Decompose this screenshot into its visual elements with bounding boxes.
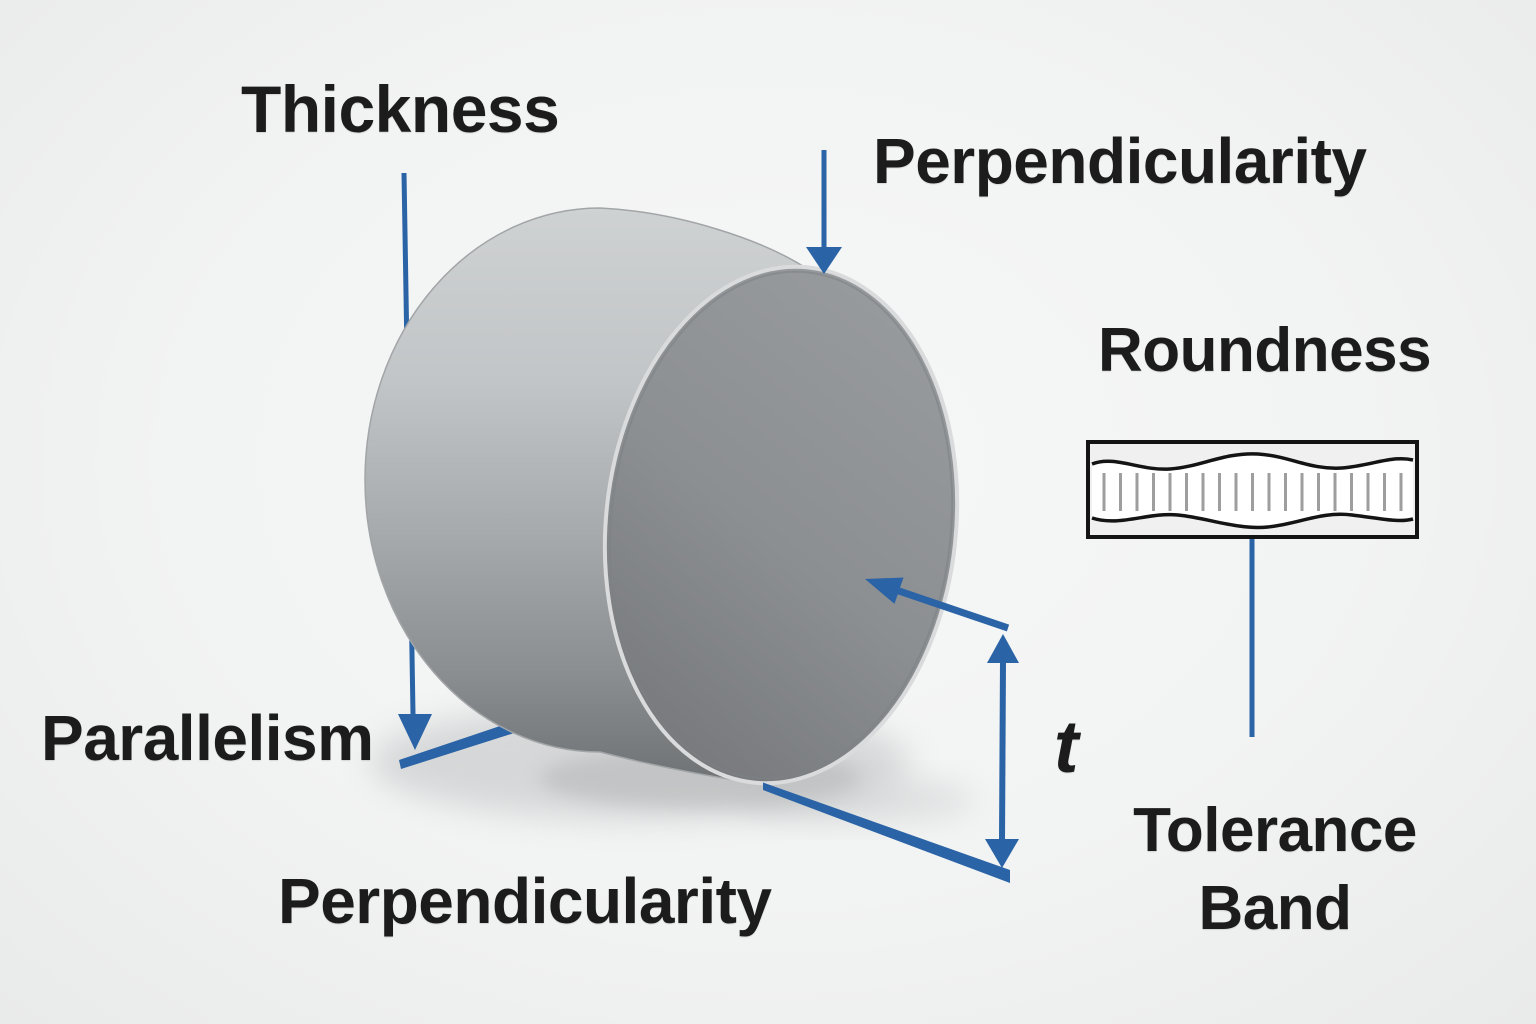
- parallelism-label: Parallelism: [41, 702, 374, 774]
- tolerance-band-upper-wave: [1091, 452, 1414, 471]
- tolerance-band-label-line2: Band: [1198, 874, 1353, 944]
- roundness-label: Roundness: [1098, 316, 1432, 385]
- perpendicularity-datum-line: [763, 782, 1010, 883]
- thickness-arrowhead-icon: [398, 714, 432, 750]
- parallelism-datum-line: [399, 715, 533, 769]
- tolerance-band-label: Tolerance Band: [1075, 792, 1475, 948]
- tolerance-band-hatching: [1102, 473, 1403, 511]
- t-dimension-label: t: [1053, 705, 1079, 788]
- tolerance-zone-arrow-icon: [865, 577, 1010, 632]
- perpendicularity-bottom-label: Perpendicularity: [278, 865, 772, 937]
- perpendicularity-down-arrow-icon: [806, 150, 842, 274]
- tolerance-band-label-line1: Tolerance: [1133, 796, 1417, 865]
- tolerance-band-icon: [1086, 440, 1419, 539]
- tolerance-band-lower-wave: [1091, 512, 1414, 530]
- thickness-label: Thickness: [241, 72, 560, 146]
- perpendicularity-top-label: Perpendicularity: [873, 125, 1367, 197]
- cylinder-front-face: [602, 264, 960, 786]
- cylinder-face-crease: [608, 270, 954, 780]
- t-dimension-double-arrow-icon: [985, 634, 1019, 868]
